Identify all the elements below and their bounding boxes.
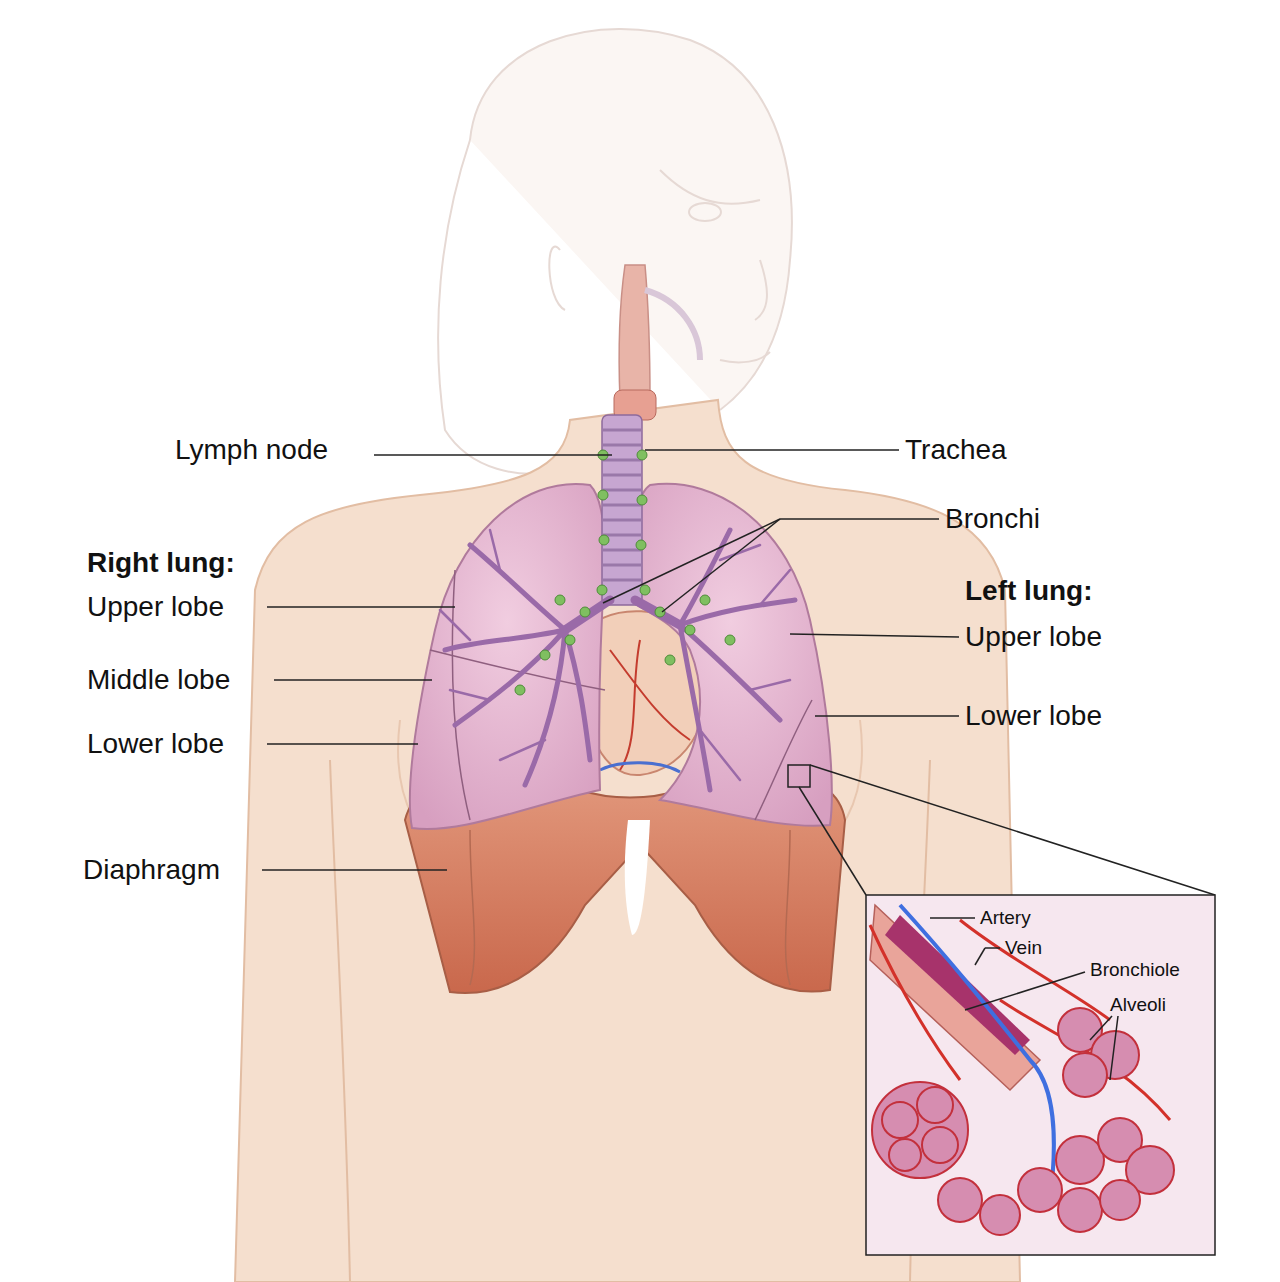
part-label: Lower lobe [965,700,1102,732]
part-label: Lower lobe [87,728,224,760]
head-outline [438,29,792,474]
part-label: Upper lobe [965,621,1102,653]
part-label: Lymph node [175,434,328,466]
inset-label: Vein [1005,937,1042,959]
larynx [614,265,700,420]
left-lung [630,484,832,826]
right-lung [410,484,605,829]
inset-label: Artery [980,907,1031,929]
inset-label: Bronchiole [1090,959,1180,981]
part-label: Left lung: [965,575,1093,607]
part-label: Bronchi [945,503,1040,535]
trachea [602,415,642,605]
bronchial-tree [440,530,795,790]
part-label: Trachea [905,434,1007,466]
leader-lines [262,450,1118,1080]
part-label: Diaphragm [83,854,220,886]
zoom-indicator [788,765,1215,895]
torso-silhouette [235,400,1020,1282]
part-label: Upper lobe [87,591,224,623]
lymph-nodes [515,450,735,695]
alveoli-inset [866,895,1215,1255]
inset-label: Alveoli [1110,994,1166,1016]
part-label: Middle lobe [87,664,230,696]
part-label: Right lung: [87,547,235,579]
